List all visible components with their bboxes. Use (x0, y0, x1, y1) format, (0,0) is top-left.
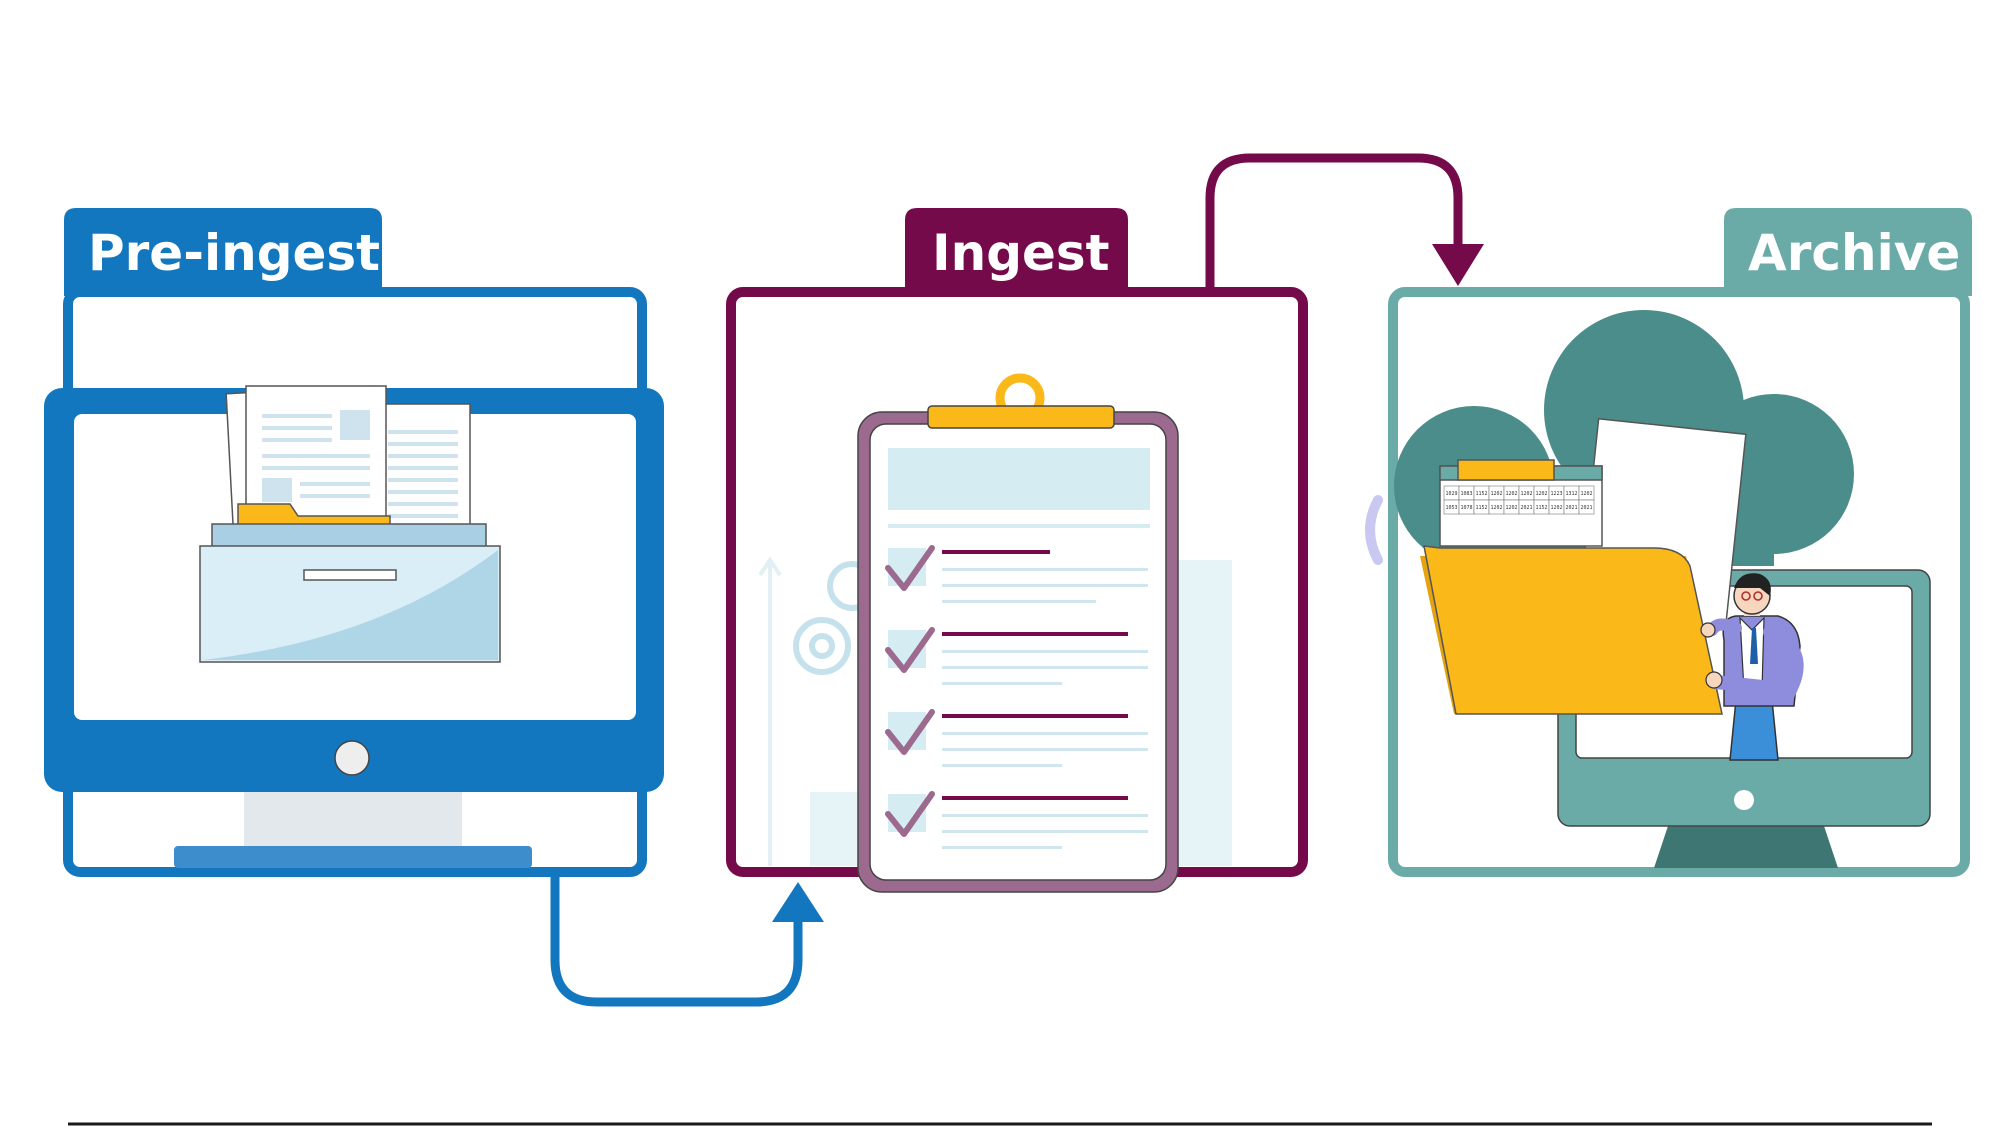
pre-ingest-panel: Pre-ingest (44, 208, 664, 877)
spreadsheet-cell-value: 1152 (1476, 505, 1488, 511)
spreadsheet-cell-value: 2021 (1581, 505, 1593, 511)
archive-title: Archive (1748, 224, 1960, 282)
spreadsheet-cell-value: 1202 (1581, 491, 1593, 497)
spreadsheet-cell-value: 1083 (1461, 491, 1473, 497)
spreadsheet-cell-value: 1152 (1536, 505, 1548, 511)
arrow-ingest-to-archive (1205, 153, 1484, 292)
folder-icon (1420, 459, 1723, 715)
spreadsheet-cell-value: 1152 (1476, 491, 1488, 497)
pre-ingest-title: Pre-ingest (88, 224, 380, 282)
spreadsheet-cell-value: 1053 (1446, 505, 1458, 511)
spreadsheet-cell-value: 1202 (1536, 491, 1548, 497)
pre-ingest-tab: Pre-ingest (64, 208, 382, 296)
spreadsheet-cell-value: 2021 (1566, 505, 1578, 511)
spreadsheet-cell-value: 1202 (1521, 491, 1533, 497)
file-tray-icon (199, 523, 501, 663)
person-icon (1700, 573, 1804, 761)
spreadsheet-cell-value: 1202 (1506, 505, 1518, 511)
ingest-panel: Ingest (726, 208, 1308, 893)
checklist-item (885, 627, 1148, 685)
spreadsheet-cell-value: 2021 (1521, 505, 1533, 511)
arrow-head-icon (772, 882, 824, 922)
ingest-title: Ingest (932, 224, 1110, 282)
checklist-item (885, 709, 1148, 767)
spreadsheet-cell-value: 1202 (1491, 491, 1503, 497)
spreadsheet-cell-value: 1312 (1566, 491, 1578, 497)
spreadsheet-cell-value: 1202 (1491, 505, 1503, 511)
spreadsheet-cell (1578, 499, 1595, 515)
checklist-item (885, 791, 1148, 849)
spreadsheet-cell-value: 1078 (1461, 505, 1473, 511)
spreadsheet-cell-value: 1202 (1506, 491, 1518, 497)
spreadsheet-cell-value: 1223 (1551, 491, 1563, 497)
archive-tab: Archive (1724, 208, 1972, 296)
arrow-pre-ingest-to-ingest (550, 872, 824, 1007)
spreadsheet-cell-value: 1202 (1551, 505, 1563, 511)
ingest-tab: Ingest (905, 208, 1128, 296)
checklist-item (885, 545, 1148, 603)
spreadsheet-cell-value: 1029 (1446, 491, 1458, 497)
arrow-head-icon (1432, 244, 1484, 286)
